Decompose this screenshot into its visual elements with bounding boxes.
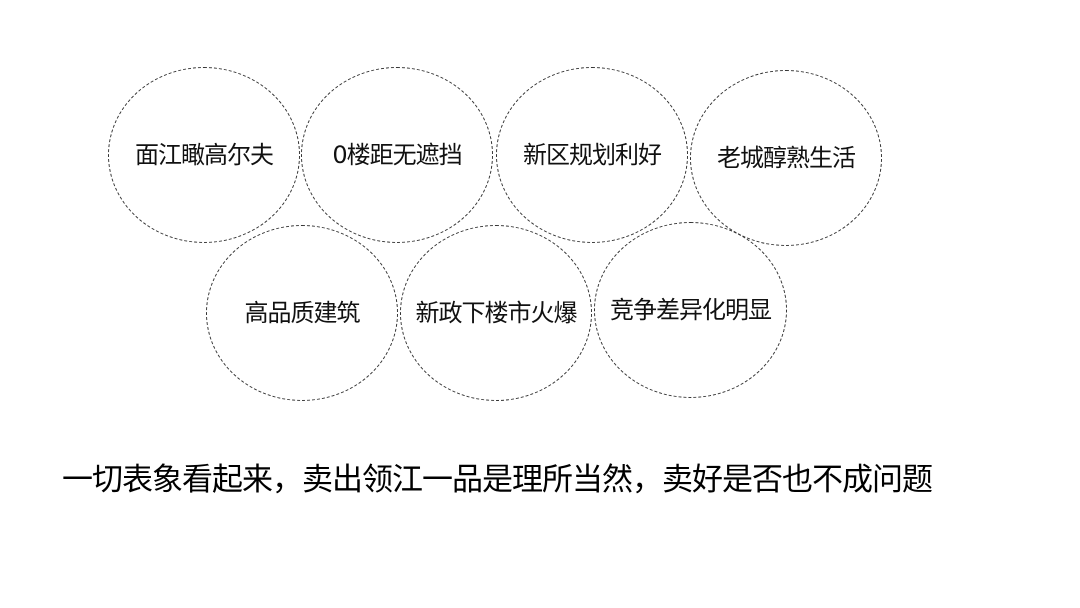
circle-label: 新政下楼市火爆: [415, 299, 578, 327]
circle-label: 老城醇熟生活: [717, 144, 856, 172]
feature-circle-quality-building: 高品质建筑: [206, 225, 398, 401]
feature-circle-golf-view: 面江瞰高尔夫: [108, 67, 300, 243]
feature-circle-no-obstruction: 0楼距无遮挡: [301, 67, 493, 243]
circle-label: 0楼距无遮挡: [332, 141, 462, 169]
feature-circle-new-district-planning: 新区规划利好: [496, 67, 688, 243]
feature-circle-competitive-differentiation: 竞争差异化明显: [594, 222, 787, 398]
summary-statement: 一切表象看起来，卖出领江一品是理所当然，卖好是否也不成问题: [62, 462, 933, 498]
circle-label: 新区规划利好: [523, 141, 662, 169]
circle-label: 高品质建筑: [244, 299, 361, 327]
circle-label: 面江瞰高尔夫: [135, 141, 274, 169]
circle-label: 竞争差异化明显: [610, 296, 772, 324]
feature-circle-old-town-life: 老城醇熟生活: [690, 70, 882, 246]
feature-circle-hot-market: 新政下楼市火爆: [400, 225, 592, 401]
